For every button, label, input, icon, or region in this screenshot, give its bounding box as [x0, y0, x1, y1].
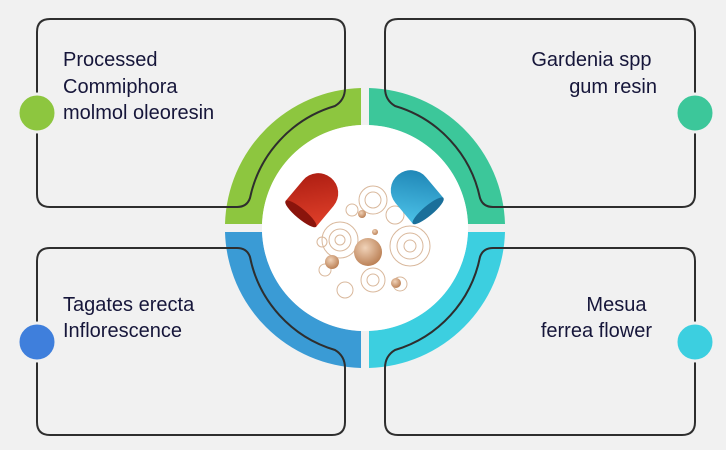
item-label-4: Mesua ferrea flower: [541, 294, 652, 342]
label-line: Tagates erecta: [63, 294, 195, 316]
box-top-right: [384, 18, 696, 208]
ring-segment-bottom-left: [225, 232, 361, 368]
center-circle: [262, 125, 468, 331]
box-top-left: [36, 18, 346, 208]
item-label-2: Gardenia spp gum resin: [531, 49, 657, 98]
label-line: Gardenia spp: [531, 49, 651, 71]
box-bottom-left: [36, 247, 346, 436]
label-line: Commiphora: [63, 76, 178, 98]
ring-segment-bottom-right: [369, 232, 505, 368]
ring: [225, 88, 505, 368]
ring-segment-top-left: [225, 88, 361, 224]
label-line: Inflorescence: [63, 320, 182, 342]
marker-dot-4: [674, 321, 716, 363]
item-label-1: Processed Commiphora molmol oleoresin: [63, 49, 214, 124]
capsule-pills-icon: [285, 170, 444, 299]
box-bottom-right: [384, 247, 696, 436]
label-line: Mesua: [586, 294, 647, 316]
item-label-3: Tagates erecta Inflorescence: [63, 294, 200, 342]
label-line: ferrea flower: [541, 320, 652, 342]
marker-dot-2: [674, 92, 716, 134]
marker-dot-1: [16, 92, 58, 134]
marker-dot-3: [16, 321, 58, 363]
label-line: gum resin: [569, 76, 657, 98]
ring-segment-top-right: [369, 88, 505, 224]
label-line: molmol oleoresin: [63, 102, 214, 124]
label-line: Processed: [63, 49, 158, 71]
